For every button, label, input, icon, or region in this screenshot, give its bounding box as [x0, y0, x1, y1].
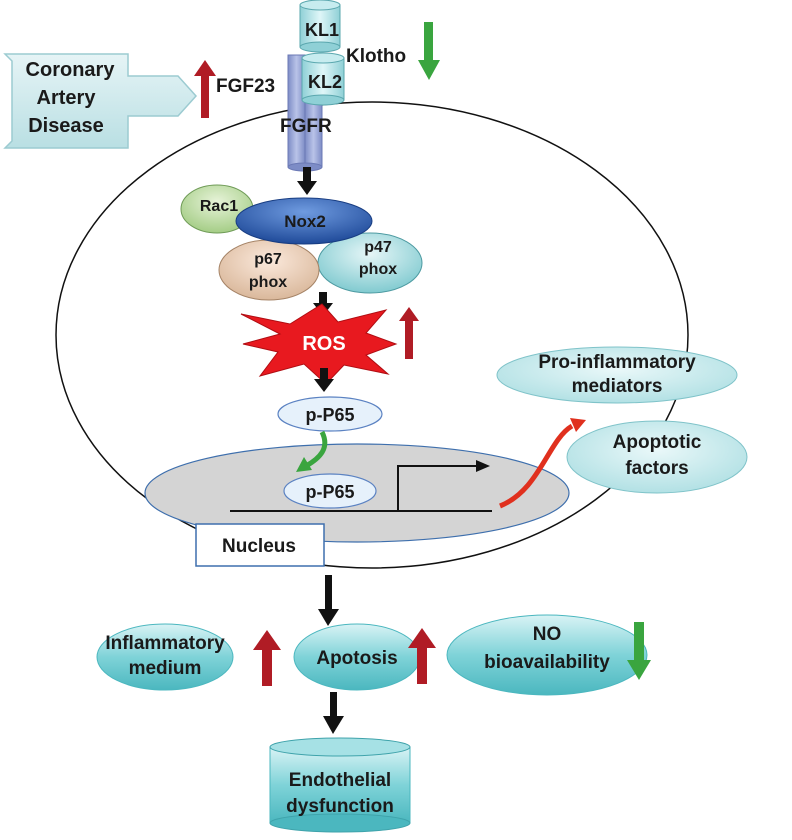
pro-inflammatory-mediators-node [496, 346, 738, 404]
kl1-label: KL1 [305, 20, 339, 40]
transcription-arrowhead [476, 460, 490, 472]
translocation-arrowhead [296, 457, 312, 472]
inflammatory-medium-node [96, 623, 234, 691]
no-bioavailability-node [446, 614, 648, 696]
arrow-fgfr-to-nox2 [297, 167, 317, 195]
p47-label-line2: phox [359, 261, 397, 278]
pro-inflammatory-line1: Pro-inflammatory [538, 352, 696, 373]
apotosis-increase-arrow [408, 628, 436, 684]
fgfr-label: FGFR [280, 116, 332, 137]
cad-label-line3: Disease [28, 115, 104, 137]
arrow-apotosis-to-endothelial [323, 692, 344, 734]
klotho-label: Klotho [346, 46, 406, 67]
coronary-artery-disease-box [3, 53, 198, 149]
pp65-nucleus-label: p-P65 [305, 482, 354, 502]
pp65-cytoplasm-label: p-P65 [305, 405, 354, 425]
no-line1: NO [533, 624, 562, 645]
inflammatory-line1: Inflammatory [105, 633, 225, 654]
no-line2: bioavailability [484, 652, 610, 673]
arrow-ros-to-pp65 [314, 368, 334, 392]
ros-starburst [240, 303, 398, 385]
cad-label-line1: Coronary [26, 59, 116, 81]
apoptotic-line1: Apoptotic [613, 432, 702, 453]
inflammatory-increase-arrow [253, 630, 281, 686]
nucleus-label-box [195, 523, 325, 567]
kl2-cylinder [301, 52, 345, 106]
expression-arrow [499, 423, 574, 509]
translocation-arrow [304, 430, 328, 469]
cell-membrane [55, 101, 689, 569]
pp65-nucleus-node [283, 473, 377, 509]
nox2-node [235, 197, 373, 245]
kl1-cylinder [299, 0, 341, 53]
fgf23-label: FGF23 [216, 76, 275, 97]
apoptotic-factors-node [566, 420, 748, 494]
apotosis-label: Apotosis [316, 648, 397, 669]
p47-label-line1: p47 [364, 239, 392, 256]
nucleus-label: Nucleus [222, 536, 296, 557]
ros-increase-arrow [399, 307, 419, 359]
endothelial-line1: Endothelial [289, 770, 391, 791]
cad-label-line2: Artery [37, 87, 97, 109]
inflammatory-line2: medium [129, 658, 202, 679]
pp65-cytoplasm-node [277, 396, 383, 432]
apoptotic-line2: factors [625, 458, 688, 479]
p67-label-line1: p67 [254, 251, 282, 268]
kl2-label: KL2 [308, 72, 342, 92]
arrow-nucleus-to-apotosis [318, 575, 339, 626]
nox2-label: Nox2 [284, 212, 326, 231]
transcription-start-arrow [397, 465, 476, 511]
endothelial-dysfunction-cylinder [269, 737, 411, 833]
p67-label-line2: phox [249, 274, 287, 291]
klotho-decrease-arrow [418, 22, 440, 80]
no-decrease-arrow [627, 622, 651, 680]
endothelial-line2: dysfunction [286, 796, 394, 817]
rac1-label: Rac1 [200, 198, 238, 215]
p67phox-node [218, 239, 320, 301]
fgf23-increase-arrow [194, 60, 216, 118]
pro-inflammatory-line2: mediators [572, 376, 663, 397]
ros-label: ROS [302, 333, 345, 355]
expression-arrowhead [570, 418, 586, 432]
